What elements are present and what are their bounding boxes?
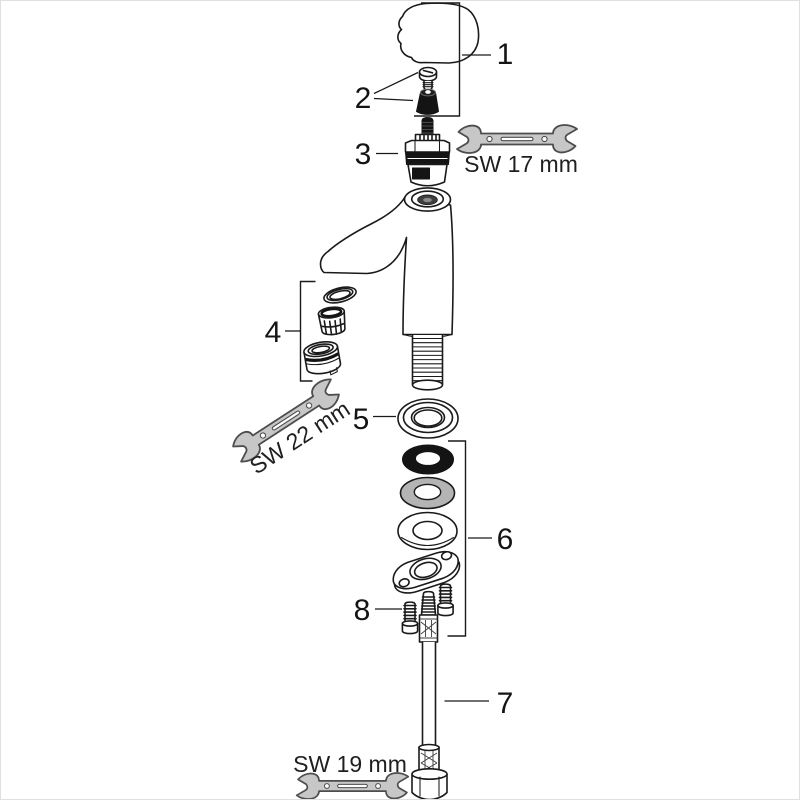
part2-callout-line-lower <box>373 97 414 102</box>
connection-hose-icon <box>411 590 448 799</box>
part8-label: 8 <box>354 594 371 627</box>
valve-cartridge-icon <box>404 117 451 187</box>
part6-bracket <box>447 440 467 637</box>
o-ring-icon <box>402 444 454 475</box>
wrench-19-label: SW 19 mm <box>293 751 407 777</box>
fixing-screw-left-icon <box>401 601 419 635</box>
threaded-shank-icon <box>411 334 444 391</box>
wrench-17-label: SW 17 mm <box>464 151 578 177</box>
part5-label: 5 <box>353 403 370 436</box>
gray-washer-icon <box>399 476 456 510</box>
aerator-insert-icon <box>317 306 346 336</box>
part1-label: 1 <box>497 38 514 71</box>
part1-bracket <box>414 2 461 117</box>
part2-callout-line-upper <box>373 71 419 95</box>
grub-screw-icon <box>418 66 438 91</box>
part4-bracket <box>299 280 316 382</box>
part7-label: 7 <box>497 687 514 720</box>
base-ring-icon <box>397 398 459 439</box>
wrench-17-icon <box>456 124 578 154</box>
white-washer-icon <box>397 511 458 551</box>
faucet-body-icon <box>319 187 454 339</box>
handle-adapter-icon <box>416 88 439 115</box>
aerator-seal-ring-icon <box>323 286 357 304</box>
part3-label: 3 <box>355 138 372 171</box>
part2-label: 2 <box>355 82 372 115</box>
part4-label: 4 <box>265 316 282 349</box>
fixing-screw-right-icon <box>437 583 454 617</box>
part6-label: 6 <box>497 523 514 556</box>
aerator-housing-icon <box>303 341 342 376</box>
handle-knob-icon <box>397 2 480 64</box>
mounting-flange-icon <box>392 550 461 594</box>
